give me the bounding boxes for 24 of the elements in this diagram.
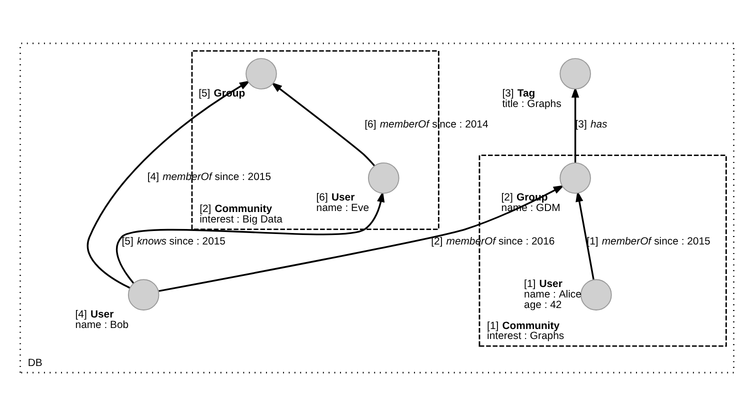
- node-circle: [560, 58, 591, 89]
- node-label: age : 42: [524, 299, 562, 310]
- arrow: [116, 190, 385, 284]
- edge-label: [4] memberOf since : 2015: [147, 171, 272, 182]
- node-label: [1] User: [524, 278, 562, 290]
- node-circle: [580, 278, 612, 310]
- node-label: name : Alice: [524, 288, 582, 300]
- edge-label: [5] knows since : 2015: [122, 236, 226, 247]
- arrow: [86, 80, 250, 288]
- node-label: name : Eve: [316, 202, 369, 214]
- arrow: [271, 82, 376, 166]
- edge-label: [3] has: [575, 119, 608, 130]
- node-circle: [560, 162, 591, 194]
- node-circle: [246, 58, 277, 89]
- node-circle: [368, 162, 400, 194]
- edge-label: [2] memberOf since : 2016: [431, 236, 555, 247]
- node-label: title : Graphs: [502, 98, 562, 110]
- node-circle: [128, 278, 160, 310]
- node-label: name : Bob: [75, 319, 129, 330]
- edge-label: [1] memberOf since : 2015: [586, 236, 710, 247]
- node-label: [4] User: [75, 308, 114, 320]
- node-label: [3] Tag: [502, 88, 536, 99]
- arrow: [158, 184, 564, 292]
- node-label: [6] User: [316, 192, 355, 204]
